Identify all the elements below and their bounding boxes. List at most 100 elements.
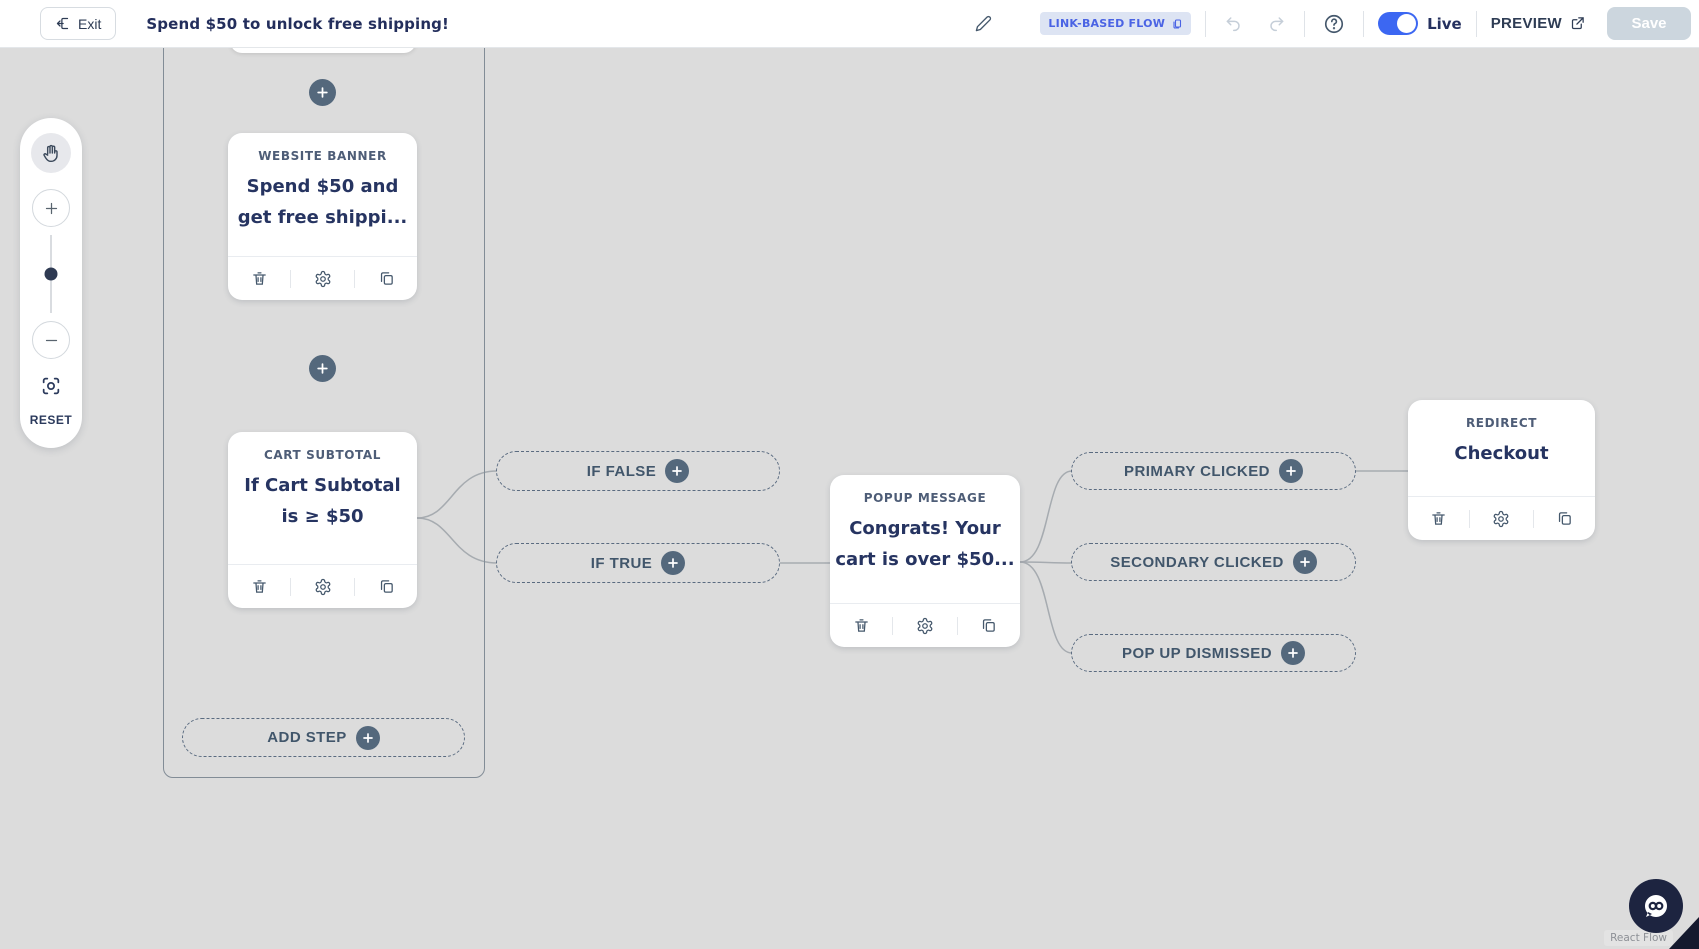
top-bar: Exit Spend $50 to unlock free shipping! … (0, 0, 1699, 48)
edit-title-button[interactable] (971, 11, 996, 36)
delete-node-button[interactable] (1430, 510, 1447, 527)
flow-type-badge[interactable]: LINK-BASED FLOW (1040, 12, 1192, 35)
node-cart-subtotal[interactable]: CART SUBTOTAL If Cart Subtotal is ≥ $50 (228, 432, 417, 608)
react-flow-attribution[interactable]: React Flow (1604, 930, 1673, 946)
node-type-label: CART SUBTOTAL (263, 448, 382, 462)
branch-label: PRIMARY CLICKED (1124, 462, 1270, 480)
add-step-pill[interactable]: ADD STEP (182, 718, 465, 757)
flow-title: Spend $50 to unlock free shipping! (146, 14, 450, 33)
redo-button[interactable] (1264, 11, 1290, 37)
flow-group-frame (163, 0, 485, 778)
node-type-label: WEBSITE BANNER (258, 149, 387, 163)
node-settings-button[interactable] (314, 270, 332, 288)
node-text-line: Congrats! Your (849, 518, 1001, 539)
trash-icon (854, 619, 868, 632)
node-text-line: is ≥ $50 (281, 506, 364, 527)
live-toggle[interactable] (1378, 12, 1419, 35)
exit-label: Exit (78, 15, 102, 32)
node-body-text: Spend $50 and get free shippi... (238, 171, 408, 233)
trash-icon (252, 272, 266, 285)
divider (956, 616, 958, 635)
add-step-between-button[interactable] (309, 79, 336, 106)
chat-widget-button[interactable] (1629, 879, 1683, 933)
node-action-bar (830, 603, 1020, 647)
zoom-slider-handle[interactable] (44, 267, 58, 281)
add-step-between-button[interactable] (309, 355, 336, 382)
preview-button[interactable]: PREVIEW (1491, 15, 1585, 32)
divider (1363, 10, 1365, 37)
node-text-line: get free shippi... (237, 207, 408, 228)
top-bar-actions: LINK-BASED FLOW Live PREVIEW Save (971, 7, 1691, 40)
node-settings-button[interactable] (916, 617, 934, 635)
branch-pill-if-true[interactable]: IF TRUE (496, 543, 780, 583)
gear-icon (315, 270, 330, 287)
minus-icon (45, 339, 57, 341)
external-link-icon (1571, 17, 1584, 30)
branch-pill-if-false[interactable]: IF FALSE (496, 451, 780, 491)
branch-pill-primary-clicked[interactable]: PRIMARY CLICKED (1071, 452, 1356, 490)
pencil-icon (976, 15, 992, 32)
hand-icon (43, 144, 58, 163)
node-action-bar (228, 256, 417, 300)
divider (1532, 509, 1534, 528)
node-settings-button[interactable] (314, 578, 332, 596)
gear-icon (1494, 510, 1509, 527)
preview-label: PREVIEW (1490, 15, 1562, 32)
branch-label: IF TRUE (590, 554, 653, 572)
plus-icon (1292, 550, 1317, 574)
trash-icon (1432, 512, 1445, 525)
undo-icon (1226, 16, 1240, 31)
reset-zoom-button[interactable]: RESET (29, 413, 73, 427)
branch-label: SECONDARY CLICKED (1110, 553, 1284, 571)
plus-icon (1278, 459, 1303, 483)
plus-icon (45, 202, 57, 214)
node-website-banner[interactable]: WEBSITE BANNER Spend $50 and get free sh… (228, 133, 417, 300)
branch-pill-secondary-clicked[interactable]: SECONDARY CLICKED (1071, 543, 1356, 581)
zoom-slider[interactable] (44, 235, 58, 313)
redo-icon (1270, 16, 1284, 31)
node-popup-message[interactable]: POPUP MESSAGE Congrats! Your cart is ove… (830, 475, 1020, 647)
node-body-text: Checkout (1454, 438, 1548, 469)
plus-icon (317, 87, 328, 98)
plus-icon (355, 725, 380, 750)
duplicate-node-button[interactable] (378, 578, 395, 595)
duplicate-node-button[interactable] (1556, 510, 1573, 527)
node-type-label: POPUP MESSAGE (863, 491, 987, 505)
divider (354, 269, 355, 288)
delete-node-button[interactable] (853, 617, 870, 634)
node-redirect[interactable]: REDIRECT Checkout (1408, 400, 1595, 540)
fit-view-button[interactable] (40, 375, 62, 397)
branch-label: IF FALSE (586, 462, 657, 480)
divider (290, 269, 291, 288)
divider (1304, 10, 1306, 37)
pan-tool-button[interactable] (31, 133, 71, 173)
flow-type-label: LINK-BASED FLOW (1048, 17, 1166, 30)
delete-node-button[interactable] (251, 578, 268, 595)
copy-icon (983, 619, 996, 632)
help-icon (1324, 14, 1344, 33)
undo-button[interactable] (1220, 11, 1246, 37)
gear-icon (917, 617, 933, 634)
divider (1475, 10, 1477, 37)
delete-node-button[interactable] (251, 270, 268, 287)
trash-icon (252, 580, 266, 593)
branch-label: POP UP DISMISSED (1121, 644, 1273, 662)
duplicate-node-button[interactable] (980, 617, 997, 634)
copy-icon (380, 272, 393, 285)
help-button[interactable] (1319, 9, 1349, 39)
node-action-bar (228, 564, 417, 608)
exit-button[interactable]: Exit (40, 7, 117, 40)
exit-icon (56, 17, 69, 30)
node-settings-button[interactable] (1492, 510, 1510, 528)
copy-icon (380, 580, 393, 593)
zoom-in-button[interactable] (32, 189, 70, 227)
divider (892, 616, 894, 635)
save-button[interactable]: Save (1607, 7, 1691, 40)
divider (1205, 10, 1207, 37)
node-text-line: Spend $50 and (246, 176, 399, 197)
duplicate-node-button[interactable] (378, 270, 395, 287)
branch-pill-popup-dismissed[interactable]: POP UP DISMISSED (1071, 634, 1356, 672)
zoom-out-button[interactable] (32, 321, 70, 359)
divider (354, 577, 355, 596)
